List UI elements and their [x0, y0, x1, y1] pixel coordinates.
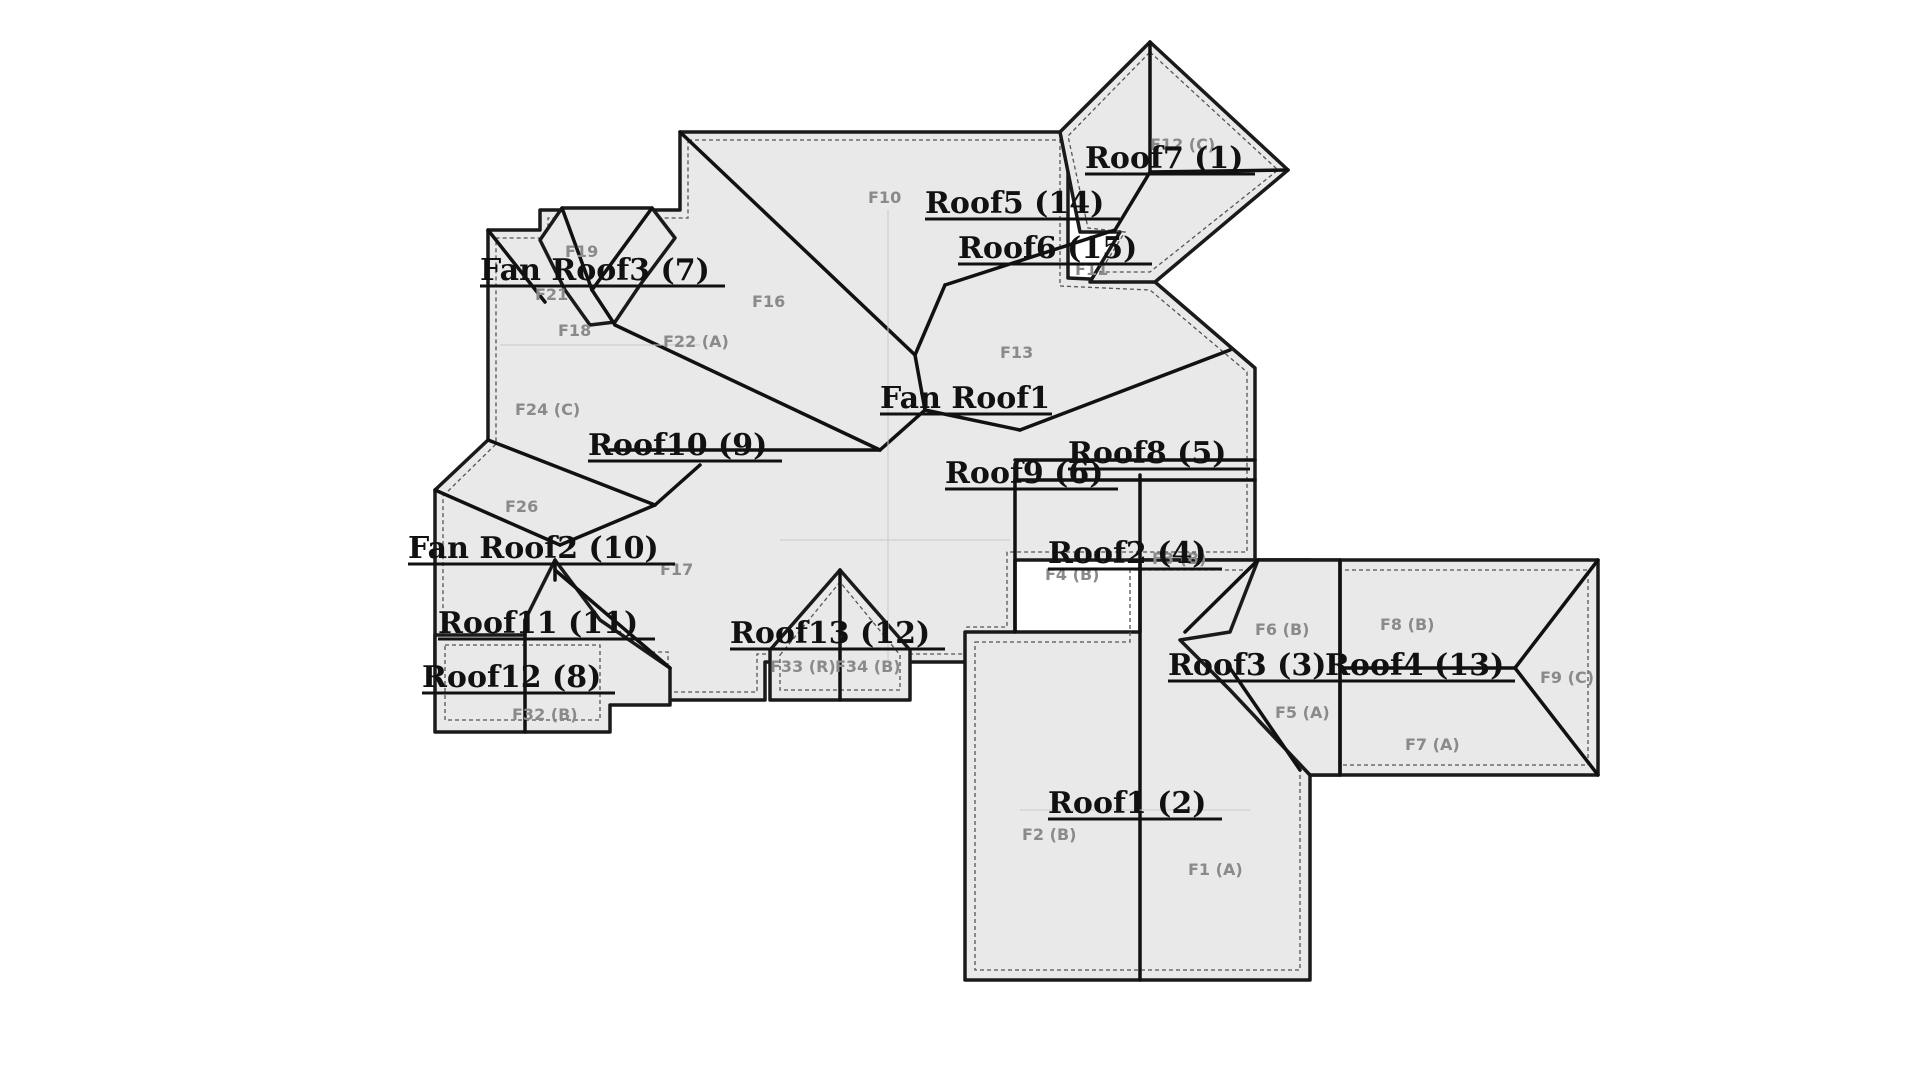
face-label-f9: F9 (C) — [1540, 668, 1594, 687]
face-label-f26: F26 — [505, 497, 538, 516]
face-label-f33: F33 (R) — [770, 657, 836, 676]
roof-label-roof13: Roof13 (12) — [730, 616, 930, 651]
face-label-f6: F6 (B) — [1255, 620, 1309, 639]
face-label-f21: F21 — [535, 285, 568, 304]
roof-label-fan-roof2: Fan Roof2 (10) — [408, 531, 659, 566]
roof-label-roof2: Roof2 (4) — [1048, 536, 1206, 571]
roof-label-roof3: Roof3 (3) — [1168, 648, 1326, 683]
ridge-lines — [433, 130, 1600, 982]
face-label-f3: F3 (B) — [1152, 549, 1206, 568]
roof7-face — [1058, 40, 1290, 284]
roof-label-roof4: Roof4 (13) — [1325, 648, 1504, 683]
roof-label-roof10: Roof10 (9) — [588, 428, 767, 463]
face-label-f32: F32 (B) — [512, 705, 578, 724]
face-label-f7: F7 (A) — [1405, 735, 1460, 754]
face-label-f34: F34 (B) — [835, 657, 901, 676]
face-labels: F10 F12 (C) F11 F16 F22 (A) F19 F21 F18 … — [505, 135, 1594, 879]
face-label-f5: F5 (A) — [1275, 703, 1330, 722]
roof-label-roof9: Roof9 (6) — [945, 456, 1103, 491]
face-label-f13: F13 — [1000, 343, 1033, 362]
roof-label-fan-roof1: Fan Roof1 — [880, 381, 1050, 416]
roof-label-roof1: Roof1 (2) — [1048, 786, 1206, 821]
face-label-f18: F18 — [558, 321, 591, 340]
roof-label-fan-roof3: Fan Roof3 (7) — [480, 253, 710, 288]
roof-label-roof11: Roof11 (11) — [438, 606, 638, 641]
roof-label-roof12: Roof12 (8) — [422, 660, 601, 695]
face-label-f22: F22 (A) — [663, 332, 729, 351]
roof-labels: Roof7 (1) Roof5 (14) Roof6 (15) Fan Roof… — [408, 141, 1515, 821]
face-label-f16: F16 — [752, 292, 785, 311]
face-label-f12: F12 (C) — [1150, 135, 1215, 154]
face-label-f2: F2 (B) — [1022, 825, 1076, 844]
face-label-f1: F1 (A) — [1188, 860, 1243, 879]
face-label-f24: F24 (C) — [515, 400, 580, 419]
roof-label-roof6: Roof6 (15) — [958, 231, 1137, 266]
roof-label-roof8: Roof8 (5) — [1068, 436, 1226, 471]
roof-label-roof7: Roof7 (1) — [1085, 141, 1243, 176]
face-label-f19: F19 — [565, 242, 598, 261]
face-label-f8: F8 (B) — [1380, 615, 1434, 634]
roof-label-roof5: Roof5 (14) — [925, 186, 1104, 221]
face-label-f10: F10 — [868, 188, 901, 207]
